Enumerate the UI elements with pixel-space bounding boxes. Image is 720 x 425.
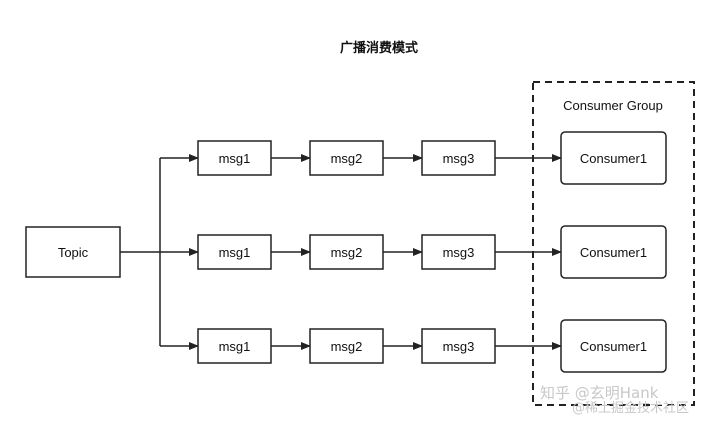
consumer-node: Consumer1 — [560, 319, 667, 373]
consumer-label: Consumer1 — [580, 245, 647, 260]
consumer-node: Consumer1 — [560, 131, 667, 185]
message-label: msg2 — [331, 339, 363, 354]
message-label: msg1 — [219, 245, 251, 260]
consumer-label: Consumer1 — [580, 339, 647, 354]
message-label: msg1 — [219, 339, 251, 354]
consumer-node: Consumer1 — [560, 225, 667, 279]
message-node: msg2 — [309, 140, 384, 176]
message-label: msg2 — [331, 245, 363, 260]
message-node: msg2 — [309, 234, 384, 270]
topic-label: Topic — [58, 245, 89, 260]
watermark-line-2: @稀土掘金技术社区 — [572, 400, 689, 416]
consumer-group-box — [532, 81, 695, 406]
topic-node: Topic — [25, 226, 121, 278]
message-node: msg1 — [197, 328, 272, 364]
watermark: 知乎 @玄明Hank @稀土掘金技术社区 — [540, 384, 689, 416]
message-node: msg3 — [421, 140, 496, 176]
watermark-line-1: 知乎 @玄明Hank — [540, 384, 659, 402]
message-node: msg3 — [421, 328, 496, 364]
message-label: msg3 — [443, 245, 475, 260]
message-node: msg1 — [197, 234, 272, 270]
message-node: msg2 — [309, 328, 384, 364]
message-node: msg1 — [197, 140, 272, 176]
message-label: msg3 — [443, 339, 475, 354]
message-label: msg3 — [443, 151, 475, 166]
message-node: msg3 — [421, 234, 496, 270]
diagram-title: 广播消费模式 — [340, 40, 418, 56]
consumer-label: Consumer1 — [580, 151, 647, 166]
consumer-group-label: Consumer Group — [563, 98, 663, 113]
message-label: msg2 — [331, 151, 363, 166]
topic-branches — [120, 158, 161, 346]
message-label: msg1 — [219, 151, 251, 166]
